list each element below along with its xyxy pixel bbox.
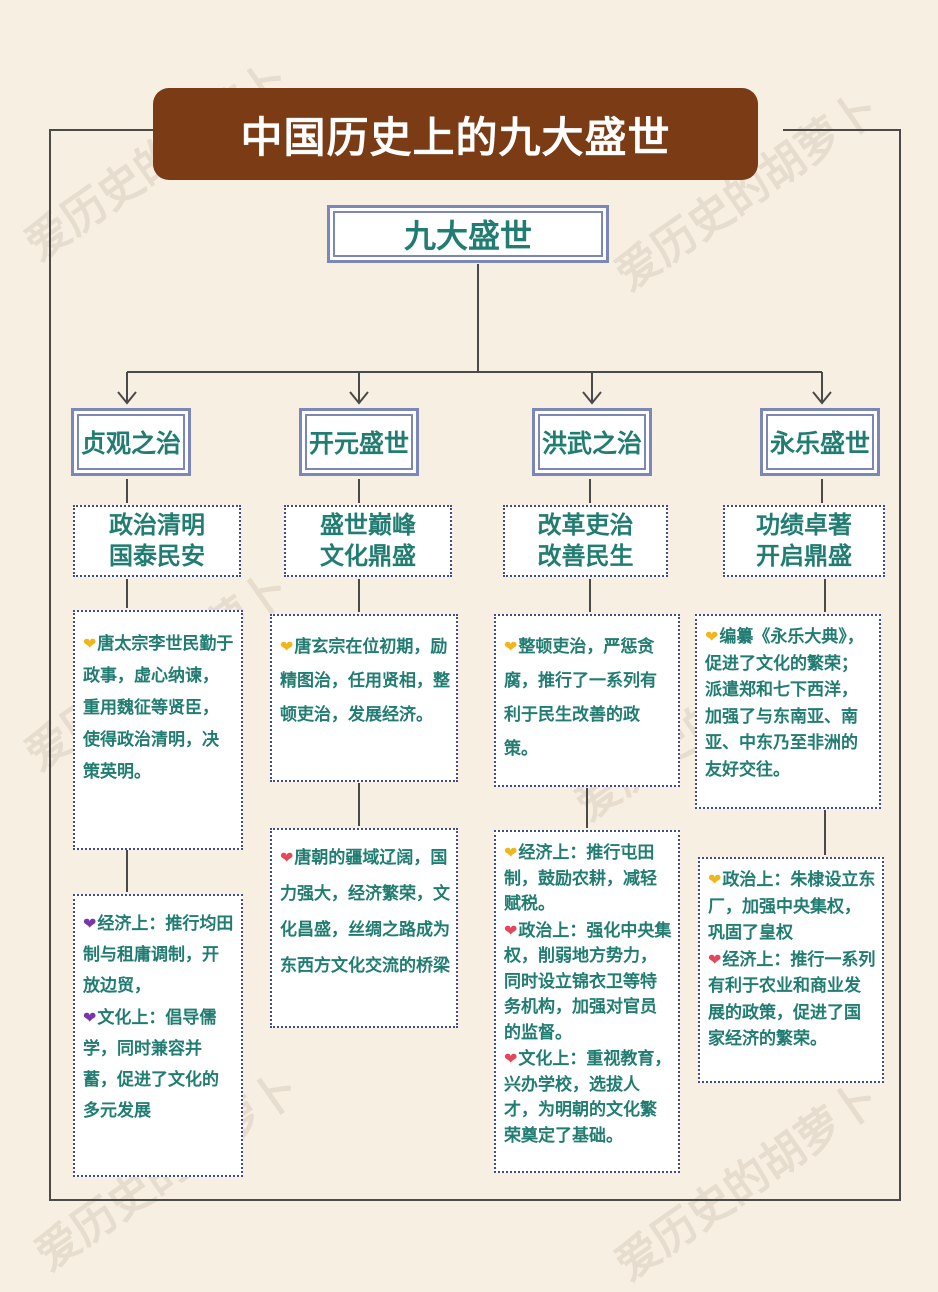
detail-text: 政治上：强化中央集权，削弱地方势力，同时设立锦衣卫等特务机构，加强对官员的监督。 (504, 920, 672, 1043)
detail-text: 文化上：倡导儒学，同时兼容并蓄，促进了文化的多元发展 (83, 1008, 219, 1121)
summary-line: 改善民生 (537, 542, 634, 570)
detail-text: 经济上：推行一系列有利于农业和商业发展的政策，促进了国家经济的繁荣。 (708, 949, 876, 1050)
heart-icon: ❤ (705, 627, 719, 646)
heart-icon: ❤ (83, 914, 97, 933)
summary-line: 开启鼎盛 (756, 542, 852, 570)
heart-icon: ❤ (708, 949, 722, 969)
detail-text: 经济上：推行屯田制，鼓励农耕，减轻赋税。 (504, 843, 657, 914)
outer-frame-left (49, 129, 901, 1201)
summary-zhenguan: 政治清明 国泰民安 (73, 505, 241, 577)
heart-icon: ❤ (83, 634, 97, 653)
detail-zhenguan-2: ❤经济上：推行均田制与租庸调制，开放边贸， ❤文化上：倡导儒学，同时兼容并蓄，促… (73, 894, 243, 1177)
era-node-kaiyuan: 开元盛世 (299, 408, 419, 476)
detail-text: 政治上：朱棣设立东厂，加强中央集权，巩固了皇权 (708, 870, 876, 943)
detail-kaiyuan-2: ❤唐朝的疆域辽阔，国力强大，经济繁荣，文化昌盛，丝绸之路成为东西方文化交流的桥梁 (270, 828, 458, 1028)
summary-kaiyuan: 盛世巅峰 文化鼎盛 (284, 505, 452, 577)
summary-line: 功绩卓著 (756, 511, 852, 539)
detail-hongwu-2: ❤经济上：推行屯田制，鼓励农耕，减轻赋税。 ❤政治上：强化中央集权，削弱地方势力… (494, 830, 680, 1173)
summary-hongwu: 改革吏治 改善民生 (503, 505, 668, 577)
page-title: 中国历史上的九大盛世 (153, 88, 758, 180)
detail-text: 唐玄宗在位初期，励精图治，任用贤相，整顿吏治，发展经济。 (280, 637, 450, 725)
heart-icon: ❤ (504, 843, 518, 862)
root-node: 九大盛世 (327, 205, 609, 263)
detail-text: 编纂《永乐大典》，促进了文化的繁荣；派遣郑和七下西洋，加强了与东南亚、南亚、中东… (705, 627, 864, 780)
summary-line: 改革吏治 (537, 511, 634, 539)
detail-kaiyuan-1: ❤唐玄宗在位初期，励精图治，任用贤相，整顿吏治，发展经济。 (270, 614, 458, 782)
connector-lines (49, 129, 901, 1201)
summary-line: 国泰民安 (109, 542, 205, 570)
detail-hongwu-1: ❤整顿吏治，严惩贪腐，推行了一系列有利于民生改善的政策。 (494, 614, 680, 787)
summary-line: 政治清明 (109, 511, 205, 539)
detail-text: 唐太宗李世民勤于政事，虚心纳谏，重用魏征等贤臣，使得政治清明，决策英明。 (83, 634, 234, 782)
summary-line: 文化鼎盛 (320, 542, 416, 570)
heart-icon: ❤ (280, 637, 294, 656)
detail-text: 唐朝的疆域辽阔，国力强大，经济繁荣，文化昌盛，丝绸之路成为东西方文化交流的桥梁 (280, 848, 450, 976)
detail-text: 经济上：推行均田制与租庸调制，开放边贸， (83, 914, 234, 996)
era-node-yongle: 永乐盛世 (760, 408, 880, 476)
heart-icon: ❤ (504, 920, 518, 940)
heart-icon: ❤ (83, 1008, 97, 1027)
detail-text: 文化上：重视教育，兴办学校，选拔人才，为明朝的文化繁荣奠定了基础。 (504, 1049, 672, 1146)
heart-icon: ❤ (504, 637, 518, 656)
detail-yongle-2: ❤政治上：朱棣设立东厂，加强中央集权，巩固了皇权 ❤经济上：推行一系列有利于农业… (698, 857, 884, 1083)
heart-icon: ❤ (504, 1049, 518, 1068)
heart-icon: ❤ (708, 870, 722, 889)
heart-icon: ❤ (280, 848, 294, 867)
summary-line: 盛世巅峰 (320, 511, 416, 539)
era-node-zhenguan: 贞观之治 (71, 408, 191, 476)
summary-yongle: 功绩卓著 开启鼎盛 (723, 505, 885, 577)
detail-text: 整顿吏治，严惩贪腐，推行了一系列有利于民生改善的政策。 (504, 637, 657, 759)
detail-zhenguan-1: ❤唐太宗李世民勤于政事，虚心纳谏，重用魏征等贤臣，使得政治清明，决策英明。 (73, 610, 243, 850)
era-node-hongwu: 洪武之治 (532, 408, 652, 476)
detail-yongle-1: ❤编纂《永乐大典》，促进了文化的繁荣；派遣郑和七下西洋，加强了与东南亚、南亚、中… (695, 614, 881, 809)
